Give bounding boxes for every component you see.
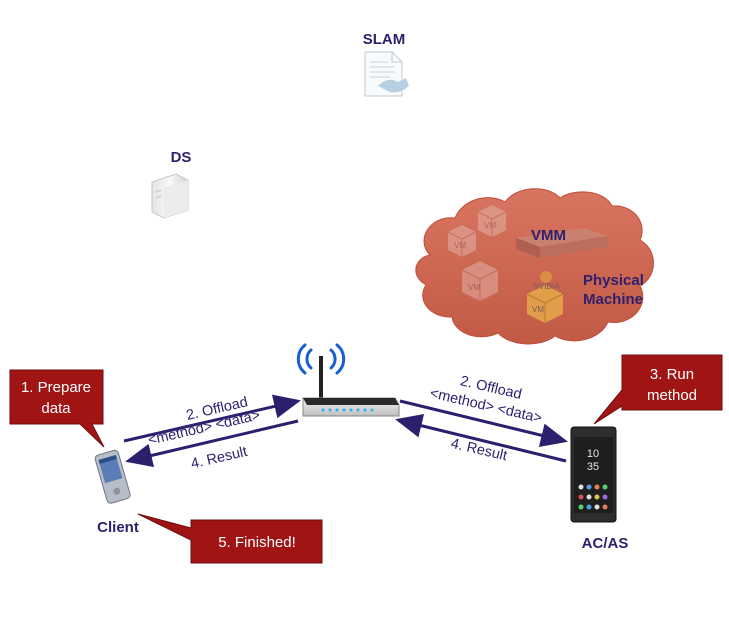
physical-machine-label-2: Machine [583, 291, 643, 308]
server-icon [151, 173, 189, 219]
vm-label: VM [532, 305, 544, 314]
vm-label: VM [468, 283, 480, 292]
vm-label: VM [454, 241, 466, 250]
left-offload-arrow [123, 394, 301, 443]
phone-minute: 35 [587, 461, 599, 473]
pda-icon [94, 449, 131, 504]
vmm-label: VMM [531, 227, 566, 244]
acas-node: 10 35 AC/AS [570, 426, 629, 552]
ds-label: DS [171, 149, 192, 166]
arrows [123, 394, 568, 468]
callout-prepare-data: 1. Prepare data [9, 369, 105, 448]
client-node: Client [94, 449, 139, 536]
slam-node: SLAM [363, 31, 409, 97]
vm-cube-icon: VM [461, 261, 499, 301]
callout-finished: 5. Finished! [137, 513, 323, 564]
run-text-1: 3. Run [650, 366, 694, 383]
prepare-text-2: data [41, 400, 71, 417]
left-result-label: 4. Result [189, 444, 248, 472]
prepare-text-1: 1. Prepare [21, 379, 91, 396]
physical-machine-label-1: Physical [583, 272, 644, 289]
phone-app-icons [578, 484, 608, 510]
left-result-arrow [125, 419, 299, 468]
smartphone-icon: 10 35 [570, 426, 617, 523]
wifi-router [296, 343, 400, 417]
right-offload-arrow [399, 399, 568, 448]
right-result-arrow [395, 414, 567, 463]
contract-handshake-icon [364, 51, 409, 97]
router-leds [321, 408, 374, 412]
wifi-icon [296, 343, 346, 375]
run-text-2: method [647, 387, 697, 404]
gpu-cube-icon: NVIDIA VM [526, 271, 564, 323]
callout-run-method: 3. Run method [593, 354, 723, 425]
finished-text: 5. Finished! [218, 534, 296, 551]
client-label: Client [97, 519, 139, 536]
phone-hour: 10 [587, 448, 599, 460]
physical-machine-cloud: VM VM VM VMM NVIDIA VM Physical Machine [415, 188, 654, 345]
vm-label: VM [484, 221, 496, 230]
vm-cube-icon: VM [447, 225, 477, 257]
cloud-shape [415, 188, 654, 345]
vm-cube-icon: VM [477, 205, 507, 237]
slam-label: SLAM [363, 31, 406, 48]
nvidia-label: NVIDIA [533, 282, 560, 291]
ds-node: DS [151, 149, 192, 219]
acas-label: AC/AS [582, 535, 629, 552]
vmm-server-icon [516, 228, 608, 258]
